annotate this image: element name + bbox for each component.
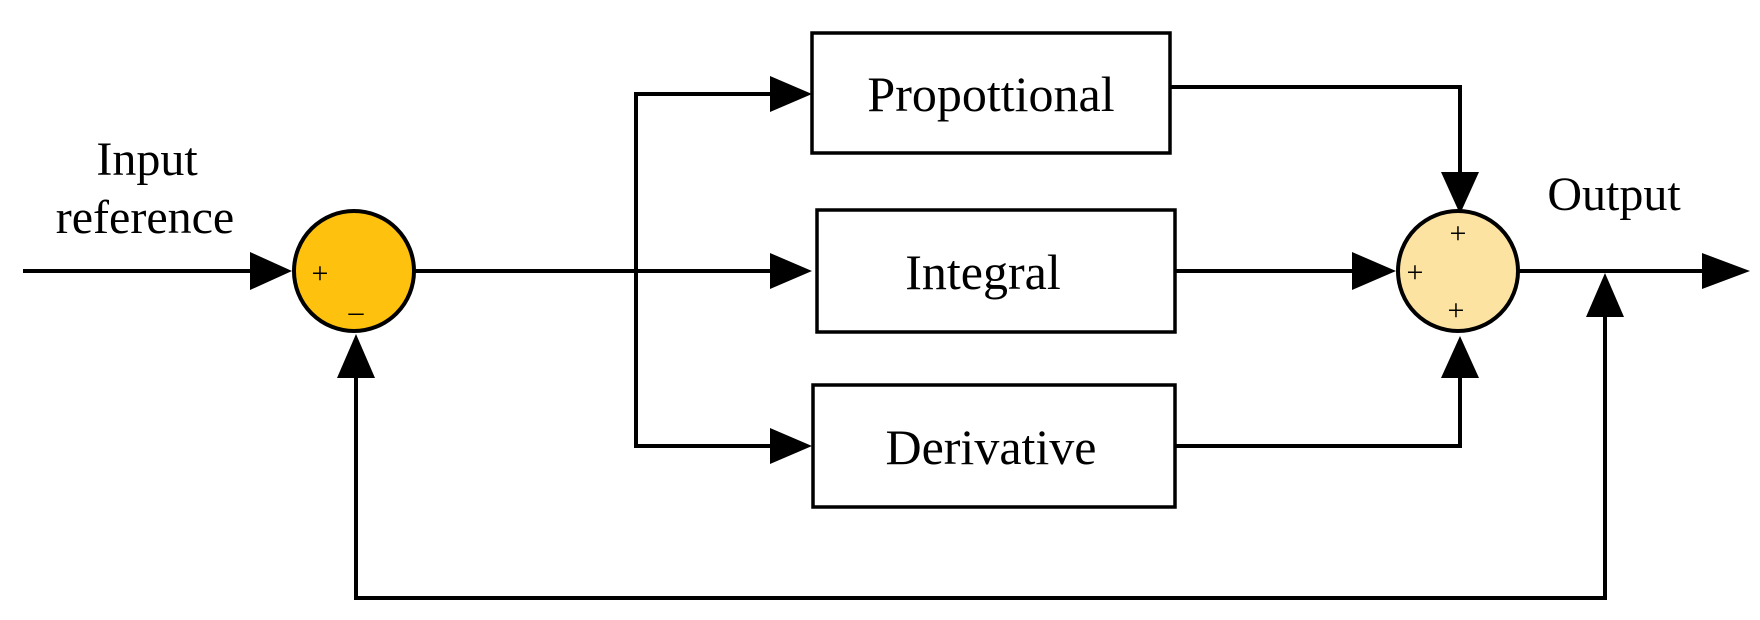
feedback-wire [354, 315, 1607, 600]
sum-top-plus-sign: + [1450, 217, 1467, 250]
sum-left-arrowhead [1352, 252, 1396, 290]
derivative-arrowhead [770, 428, 812, 464]
proportional-arrowhead [770, 76, 812, 112]
sum-top-arrowhead [1441, 172, 1479, 214]
proportional-out-wire [1168, 85, 1462, 177]
integral-arrowhead [770, 253, 812, 289]
error-minus-sign: – [348, 295, 365, 328]
sum-bottom-plus-sign: + [1448, 294, 1465, 327]
integral-block: Integral [815, 208, 1177, 334]
feedback-output-arrowhead [1586, 273, 1624, 317]
input-label-line2: reference [56, 191, 234, 244]
integral-label: Integral [905, 244, 1060, 300]
feedback-error-arrowhead [337, 334, 375, 378]
proportional-block: Propottional [810, 31, 1172, 155]
proportional-label: Propottional [867, 66, 1114, 122]
sum-bottom-arrowhead [1441, 336, 1479, 378]
derivative-block: Derivative [811, 383, 1177, 509]
derivative-label: Derivative [885, 419, 1096, 475]
output-arrowhead [1702, 253, 1750, 289]
error-plus-sign: + [312, 257, 329, 290]
derivative-out-wire [1173, 376, 1462, 448]
input-label-line1: Input [96, 133, 198, 186]
input-arrowhead [250, 252, 292, 290]
output-label: Output [1547, 168, 1681, 221]
sum-left-plus-sign: + [1407, 256, 1424, 289]
output-summing-junction [1396, 209, 1520, 333]
error-summing-junction [292, 209, 416, 333]
